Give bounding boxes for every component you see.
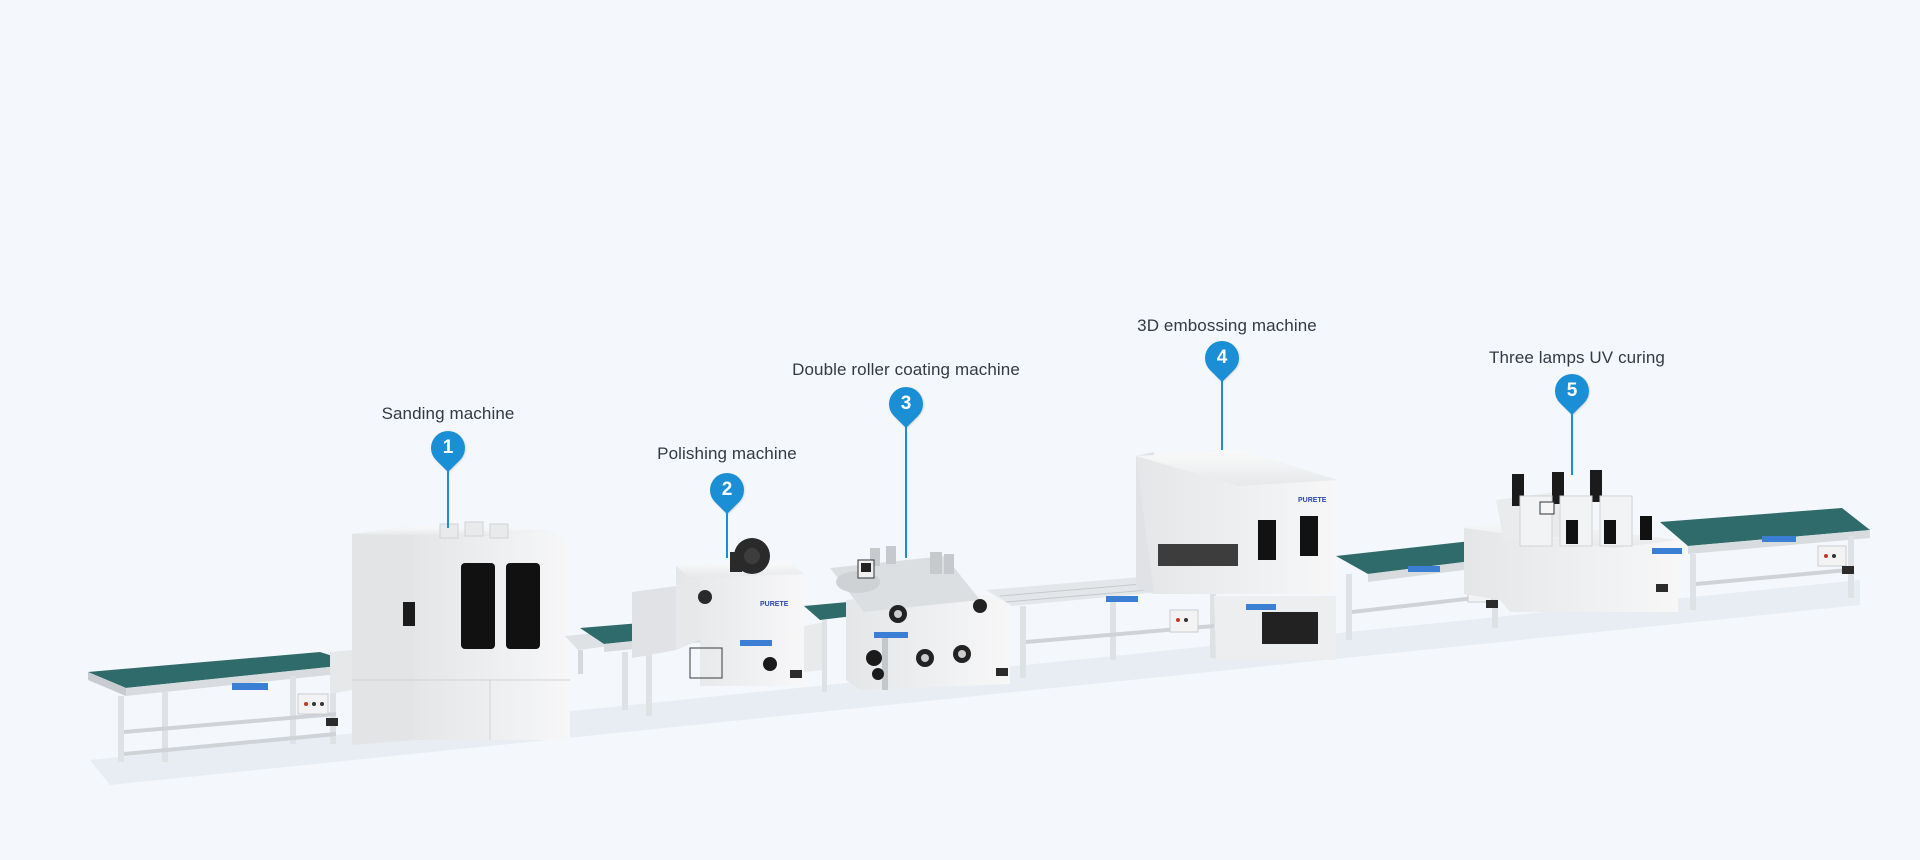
embossing-brand-logo: PURETE [1298, 497, 1327, 504]
callout-4-label: 3D embossing machine [1137, 316, 1317, 335]
uv-curing-machine [1464, 470, 1682, 612]
callout-5-label: Three lamps UV curing [1489, 348, 1665, 367]
callout-3-label: Double roller coating machine [792, 360, 1020, 379]
3d-embossing-machine: PURETE [1136, 450, 1338, 660]
outfeed-conveyor [1660, 508, 1870, 610]
callout-3-number: 3 [900, 393, 912, 414]
callout-1-leader-line [447, 470, 449, 528]
sanding-machine [330, 521, 570, 745]
callout-1-label: Sanding machine [381, 404, 515, 423]
callout-2-label: Polishing machine [657, 444, 797, 463]
polishing-brand-logo: PURETE [760, 601, 789, 608]
callout-5-number: 5 [1566, 380, 1578, 401]
callout-2-number: 2 [721, 479, 733, 500]
callout-3-leader-line [905, 426, 907, 558]
double-roller-coating-machine [830, 546, 1010, 690]
infeed-conveyor [88, 652, 358, 762]
callout-1-number: 1 [442, 437, 454, 458]
callout-4-number: 4 [1216, 347, 1228, 368]
callout-5-leader-line [1571, 413, 1573, 475]
callout-2-leader-line [726, 512, 728, 558]
callout-4-leader-line [1221, 380, 1223, 450]
polishing-machine: PURETE [632, 538, 824, 686]
